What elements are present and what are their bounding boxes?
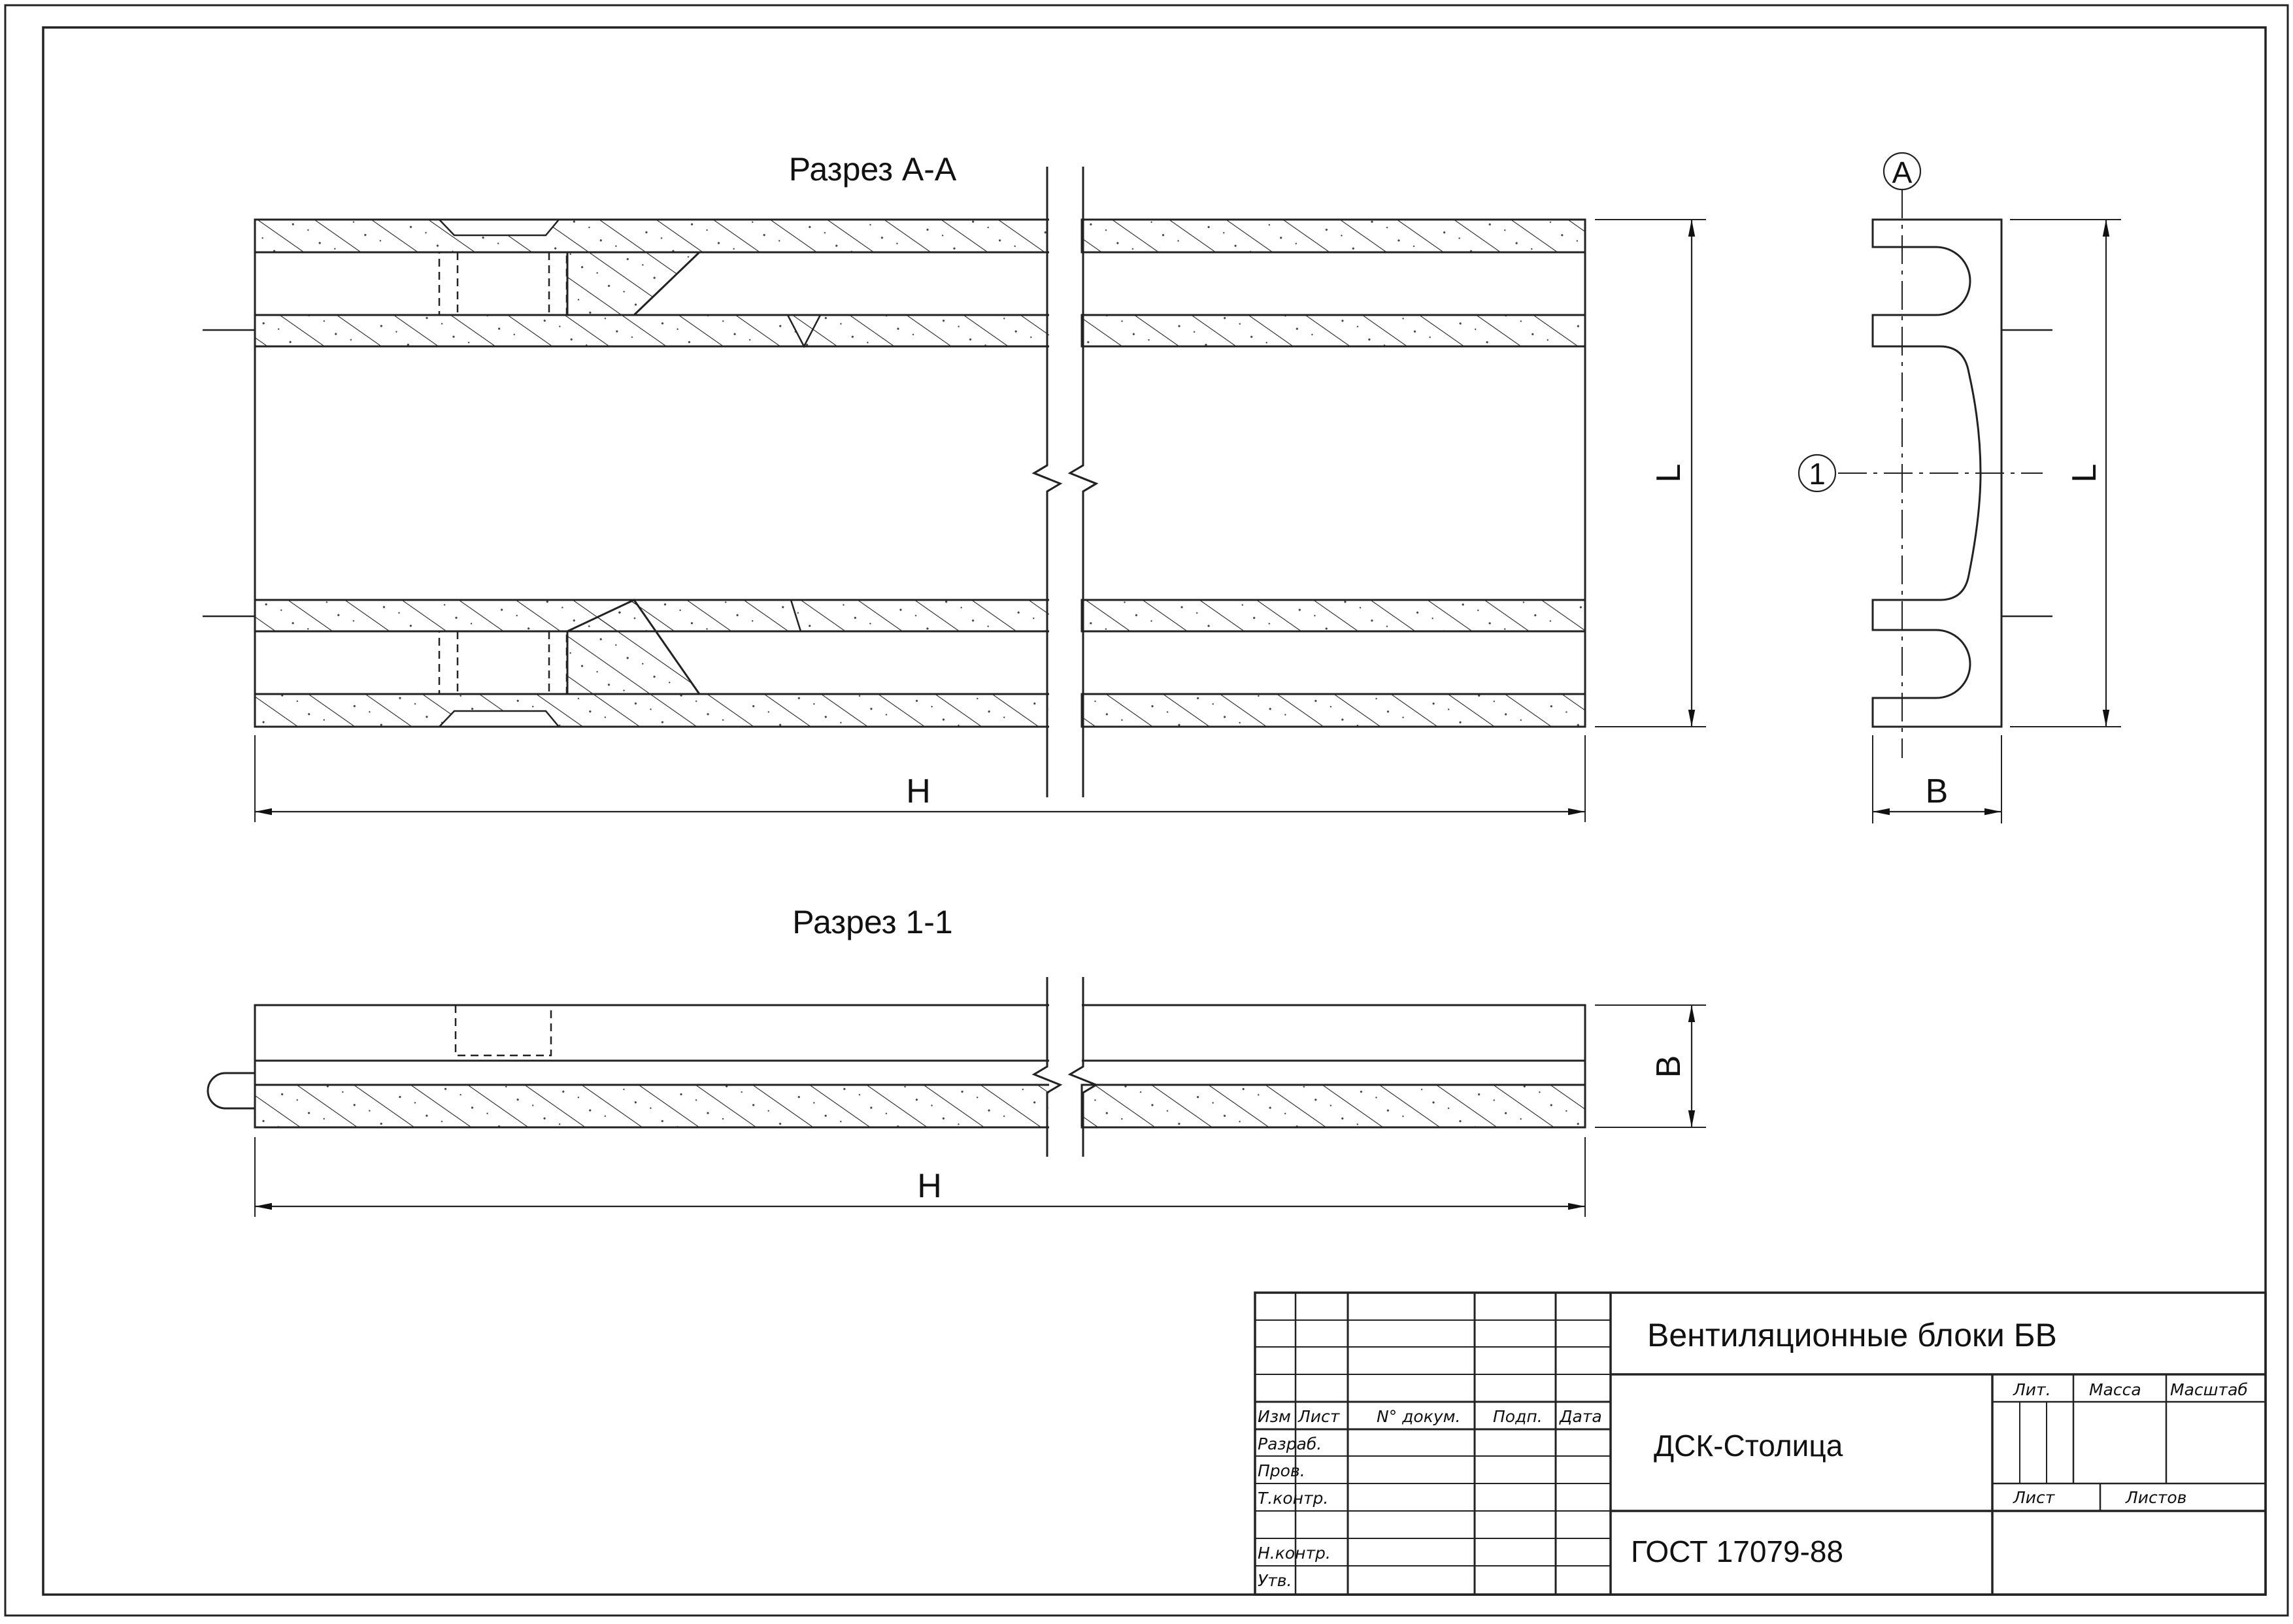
aa-dim-L-label: L bbox=[1650, 464, 1688, 483]
col-podp: Подп. bbox=[1493, 1407, 1543, 1426]
s11-dim-H-label: H bbox=[917, 1167, 942, 1205]
aa-band-bot-inner-right bbox=[1080, 599, 1586, 633]
aa-band-top-inner-right bbox=[1080, 314, 1586, 348]
section-11-view bbox=[207, 977, 1706, 1217]
aa-band-top-outer-right bbox=[1080, 218, 1586, 254]
row-nkontr: Н.контр. bbox=[1258, 1544, 1331, 1563]
axis-1-bubble bbox=[1798, 454, 1837, 493]
aa-notch-bottom bbox=[437, 710, 561, 728]
aa-notch-top bbox=[437, 218, 561, 237]
col-list: Лист bbox=[1297, 1407, 1341, 1426]
axis-A-label: А bbox=[1892, 156, 1913, 190]
aa-band-top-inner-left bbox=[254, 314, 1054, 348]
col-izm: Изм bbox=[1258, 1407, 1291, 1426]
aa-band-bot-outer-right bbox=[1080, 693, 1586, 728]
inner-frame bbox=[42, 26, 2267, 1596]
s11-break-lines bbox=[1031, 977, 1099, 1157]
s11-dim-B-label: B bbox=[1650, 1055, 1688, 1078]
col-dokum: N° докум. bbox=[1377, 1407, 1460, 1426]
s11-band-left bbox=[254, 1084, 1054, 1129]
label-listov: Листов bbox=[2125, 1488, 2186, 1507]
aa-v-mark bbox=[786, 314, 822, 348]
row-utv: Утв. bbox=[1258, 1571, 1292, 1590]
label-lit: Лит. bbox=[2013, 1380, 2051, 1399]
outer-frame bbox=[4, 4, 2289, 1617]
s11-band-right bbox=[1080, 1084, 1586, 1129]
label-list: Лист bbox=[2013, 1488, 2056, 1507]
row-tkontr: Т.контр. bbox=[1258, 1489, 1328, 1508]
label-masshtab: Масштаб bbox=[2170, 1380, 2248, 1399]
title-block bbox=[1254, 1291, 2267, 1596]
col-data: Дата bbox=[1559, 1407, 1602, 1426]
section-aa-title: Разрез А-А bbox=[789, 151, 957, 188]
title-block-organization: ДСК-Столица bbox=[1654, 1429, 1843, 1463]
aa-contour-left bbox=[254, 218, 1052, 728]
aa-hidden-sockets bbox=[438, 251, 568, 695]
side-view bbox=[1798, 152, 2121, 823]
axis-1-label: 1 bbox=[1809, 457, 1826, 491]
aa-contour-right bbox=[1082, 218, 1586, 728]
section-11-title: Разрез 1-1 bbox=[792, 904, 952, 940]
aa-band-top-outer-left bbox=[254, 218, 1054, 254]
label-massa: Масса bbox=[2089, 1380, 2141, 1399]
s11-hidden-socket bbox=[454, 1005, 552, 1057]
aa-dim-H-label: H bbox=[906, 772, 931, 810]
section-aa-view bbox=[203, 167, 1706, 822]
aa-band-bot-outer-left bbox=[254, 693, 1054, 728]
aa-partition-top bbox=[566, 251, 702, 316]
side-dim-L-label: L bbox=[2066, 464, 2103, 483]
axis-A-bubble bbox=[1883, 152, 1922, 191]
row-razrab: Разраб. bbox=[1258, 1434, 1322, 1453]
row-prov: Пров. bbox=[1258, 1461, 1305, 1480]
title-block-standard: ГОСТ 17079-88 bbox=[1631, 1534, 1843, 1568]
side-dim-B-label: B bbox=[1926, 772, 1949, 810]
side-view-contour bbox=[1871, 218, 2003, 728]
s11-tongue bbox=[207, 1072, 255, 1110]
title-block-title: Вентиляционные блоки БВ bbox=[1647, 1317, 2057, 1353]
